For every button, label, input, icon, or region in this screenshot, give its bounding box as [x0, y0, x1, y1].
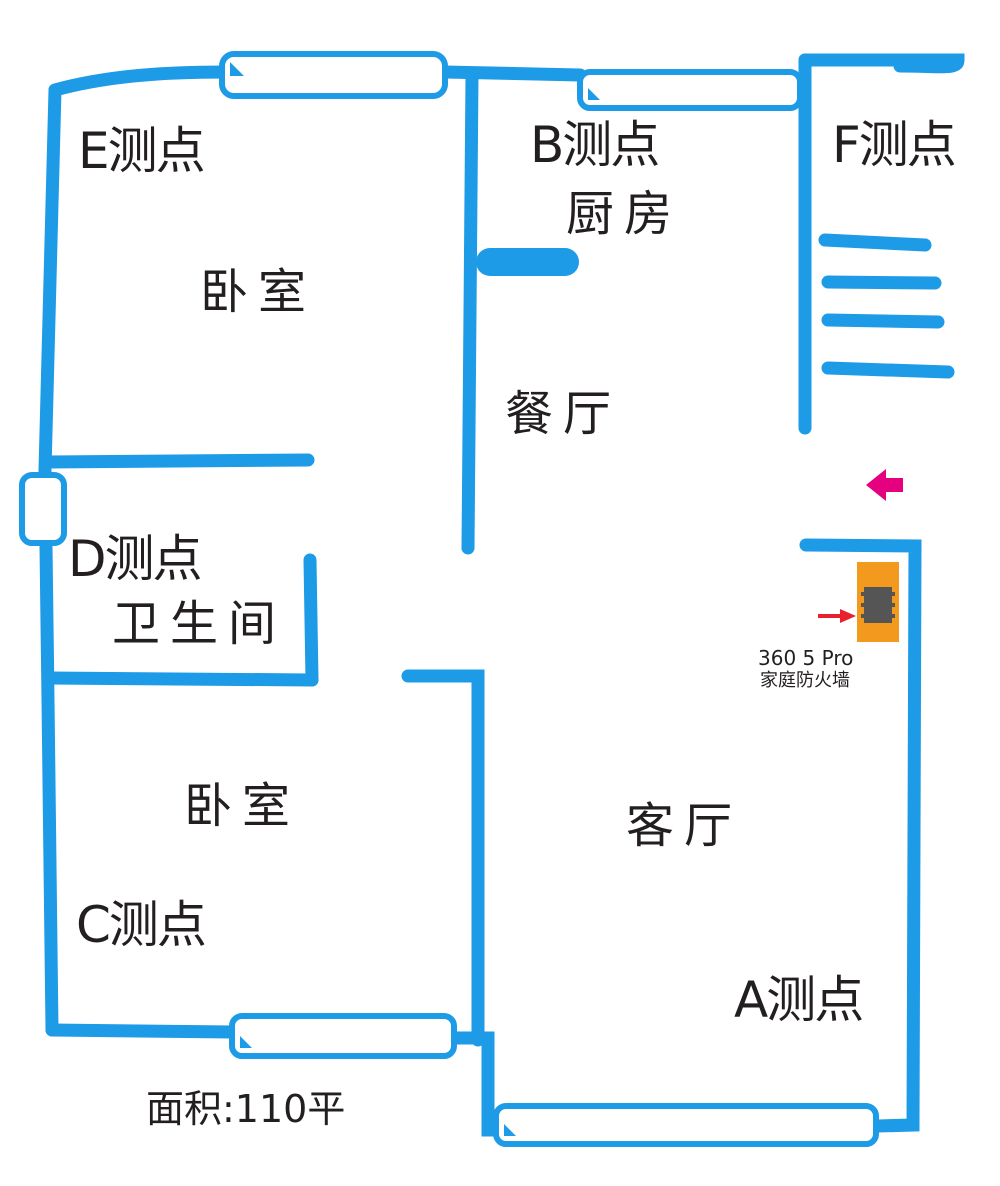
wall-partition-vertical	[461, 68, 479, 555]
window-left	[19, 472, 67, 546]
room-dining-label: 餐厅	[505, 386, 622, 442]
point-b-label: B测点	[530, 116, 660, 174]
windows	[19, 51, 879, 1147]
wall-bottom-left	[45, 1023, 239, 1039]
stair-2	[821, 275, 942, 290]
window-corner-marks	[230, 62, 600, 1136]
wall-bath-bottom	[41, 671, 319, 687]
point-f-label: F测点	[832, 116, 957, 174]
point-e-label: E测点	[78, 122, 206, 180]
device-pointer-arrowhead	[840, 609, 856, 623]
wall-left	[38, 83, 62, 1037]
room-bathroom-label: 卫生间	[112, 596, 287, 652]
room-living-label: 客厅	[626, 798, 743, 854]
wall-bottom-jog	[448, 1031, 505, 1137]
window-top-mid	[577, 69, 803, 111]
stair-3	[821, 313, 945, 329]
room-kitchen-label: 厨房	[566, 186, 683, 242]
window-bottom-left	[229, 1013, 457, 1059]
wall-top-right	[798, 53, 965, 74]
point-a-label: A测点	[734, 971, 864, 1029]
stair-4	[821, 361, 955, 379]
stair-1	[818, 233, 932, 252]
window-top-left	[219, 51, 448, 99]
walls	[38, 53, 965, 1137]
window-bottom-right	[493, 1103, 879, 1147]
wall-bath-top	[41, 453, 315, 469]
device-name-label: 家庭防火墙	[760, 670, 850, 691]
wall-top-left	[48, 65, 232, 97]
room-bedroom-top-label: 卧室	[200, 264, 317, 320]
area-label: 面积:110平	[146, 1087, 346, 1131]
wall-living-top-right	[799, 538, 922, 1133]
room-bedroom-bottom-label: 卧室	[184, 778, 301, 834]
firewall-device-pins	[861, 592, 895, 618]
device-model-label: 360 5 Pro	[758, 646, 854, 670]
point-c-label: C测点	[76, 896, 207, 954]
entrance-arrow	[866, 469, 903, 501]
wall-living-left	[401, 669, 485, 1047]
wall-bath-right	[303, 553, 319, 687]
firewall-device-chip	[864, 587, 892, 623]
wall-top-mid	[438, 65, 587, 82]
point-d-label: D测点	[68, 530, 203, 588]
